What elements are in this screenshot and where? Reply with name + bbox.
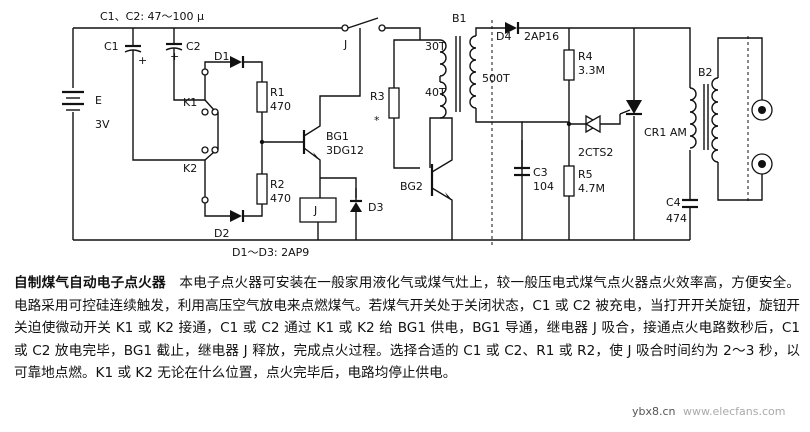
r5-label: R5 — [578, 168, 593, 181]
d3-label: D3 — [368, 201, 383, 214]
transformer-b2 — [689, 77, 719, 163]
diode-d1-symbol — [230, 56, 245, 68]
watermark-url: www.elecfans.com — [683, 405, 786, 418]
capacitor-c4 — [682, 150, 698, 240]
electrode-top — [748, 37, 773, 121]
diode-note: D1～D3: 2AP9 — [232, 246, 309, 259]
r2-value: 470 — [270, 192, 291, 205]
resistor-r4 — [563, 49, 575, 81]
circuit-schematic: E 3V C1 + C2 + C1、C2: 47～100 μ K1 K2 — [62, 10, 773, 259]
r4-label: R4 — [578, 50, 593, 63]
wire-secondary — [475, 27, 523, 240]
wire-d4-right — [518, 27, 691, 88]
resistor-r2 — [256, 173, 268, 205]
r5-value: 4.7M — [578, 182, 605, 195]
relay-coil — [299, 197, 337, 223]
bg2-label: BG2 — [400, 180, 423, 193]
wire-d1 — [204, 61, 263, 82]
b1-label: B1 — [452, 12, 467, 25]
transistor-bg2 — [430, 117, 453, 240]
c4-value: 474 — [666, 212, 687, 225]
b2-label: B2 — [698, 66, 713, 79]
switch-j-label: J — [343, 38, 347, 51]
bg1-type: 3DG12 — [326, 144, 364, 157]
d1-label: D1 — [214, 50, 229, 63]
wire-d2 — [204, 203, 263, 217]
r1-value: 470 — [270, 100, 291, 113]
relay-label: J — [313, 204, 317, 217]
r3-label: R3 — [370, 90, 385, 103]
diode-d3-symbol — [350, 188, 362, 240]
t40-label: 40T — [425, 86, 446, 99]
electrode-bottom — [748, 153, 773, 201]
watermark-site: ybx8.cn — [632, 405, 676, 418]
switch-k2 — [201, 146, 219, 204]
wire-r3 — [393, 39, 420, 169]
description-paragraph: 自制煤气自动电子点火器 本电子点火器可安装在一般家用液化气或煤气灶上，较一般压电… — [14, 272, 800, 385]
d4-type: 2AP16 — [524, 30, 559, 43]
d4-label: D4 — [496, 30, 511, 43]
r3-star: * — [374, 114, 380, 127]
battery-voltage: 3V — [95, 118, 110, 131]
c1-plus: + — [138, 54, 147, 67]
capacitor-c3 — [514, 140, 530, 177]
thyristor-cr1 — [619, 28, 642, 240]
wire-bg1-collector — [319, 28, 361, 112]
c3-value: 104 — [533, 180, 554, 193]
watermark: ybx8.cn www.elecfans.com — [632, 405, 785, 418]
capacitor-c2 — [165, 28, 205, 101]
capacitor-c1 — [124, 28, 205, 161]
transistor-bg1 — [302, 112, 321, 178]
scr-label: 2CTS2 — [578, 146, 613, 159]
cr1-label: CR1 AM — [644, 126, 687, 139]
resistor-r5 — [563, 165, 575, 197]
wire-electrodes — [717, 37, 748, 201]
c3-label: C3 — [533, 166, 548, 179]
bg1-label: BG1 — [326, 130, 349, 143]
battery-label: E — [95, 94, 102, 107]
wire-relay — [319, 177, 357, 198]
d2-label: D2 — [214, 227, 229, 240]
r1-label: R1 — [270, 86, 285, 99]
r2-label: R2 — [270, 178, 285, 191]
trigger-diode-2cts2 — [569, 114, 621, 134]
transformer-b1-primary — [439, 36, 461, 119]
t500-label: 500T — [482, 72, 510, 85]
description-body: 本电子点火器可安装在一般家用液化气或煤气灶上，较一般压电式煤气点火器点火效率高，… — [14, 275, 800, 381]
resistor-r3 — [388, 87, 400, 119]
c4-label: C4 — [666, 196, 681, 209]
r4-value: 3.3M — [578, 64, 605, 77]
switch-k1 — [201, 68, 219, 116]
switch-j — [341, 17, 386, 32]
wire-b1-links — [420, 39, 441, 168]
resistor-r1 — [256, 81, 268, 113]
description-title: 自制煤气自动电子点火器 — [14, 275, 166, 291]
c2-plus: + — [170, 50, 179, 63]
diode-d2-symbol — [230, 210, 245, 222]
k2-label: K2 — [183, 162, 197, 175]
c-range-note: C1、C2: 47～100 μ — [100, 10, 204, 23]
c1-label: C1 — [104, 40, 119, 53]
c2-label: C2 — [186, 40, 201, 53]
t30-label: 30T — [425, 40, 446, 53]
transformer-b1-secondary — [469, 35, 477, 109]
k1-label: K1 — [183, 96, 197, 109]
wire-j-to-b1 — [385, 27, 421, 40]
battery-symbol — [62, 90, 84, 111]
